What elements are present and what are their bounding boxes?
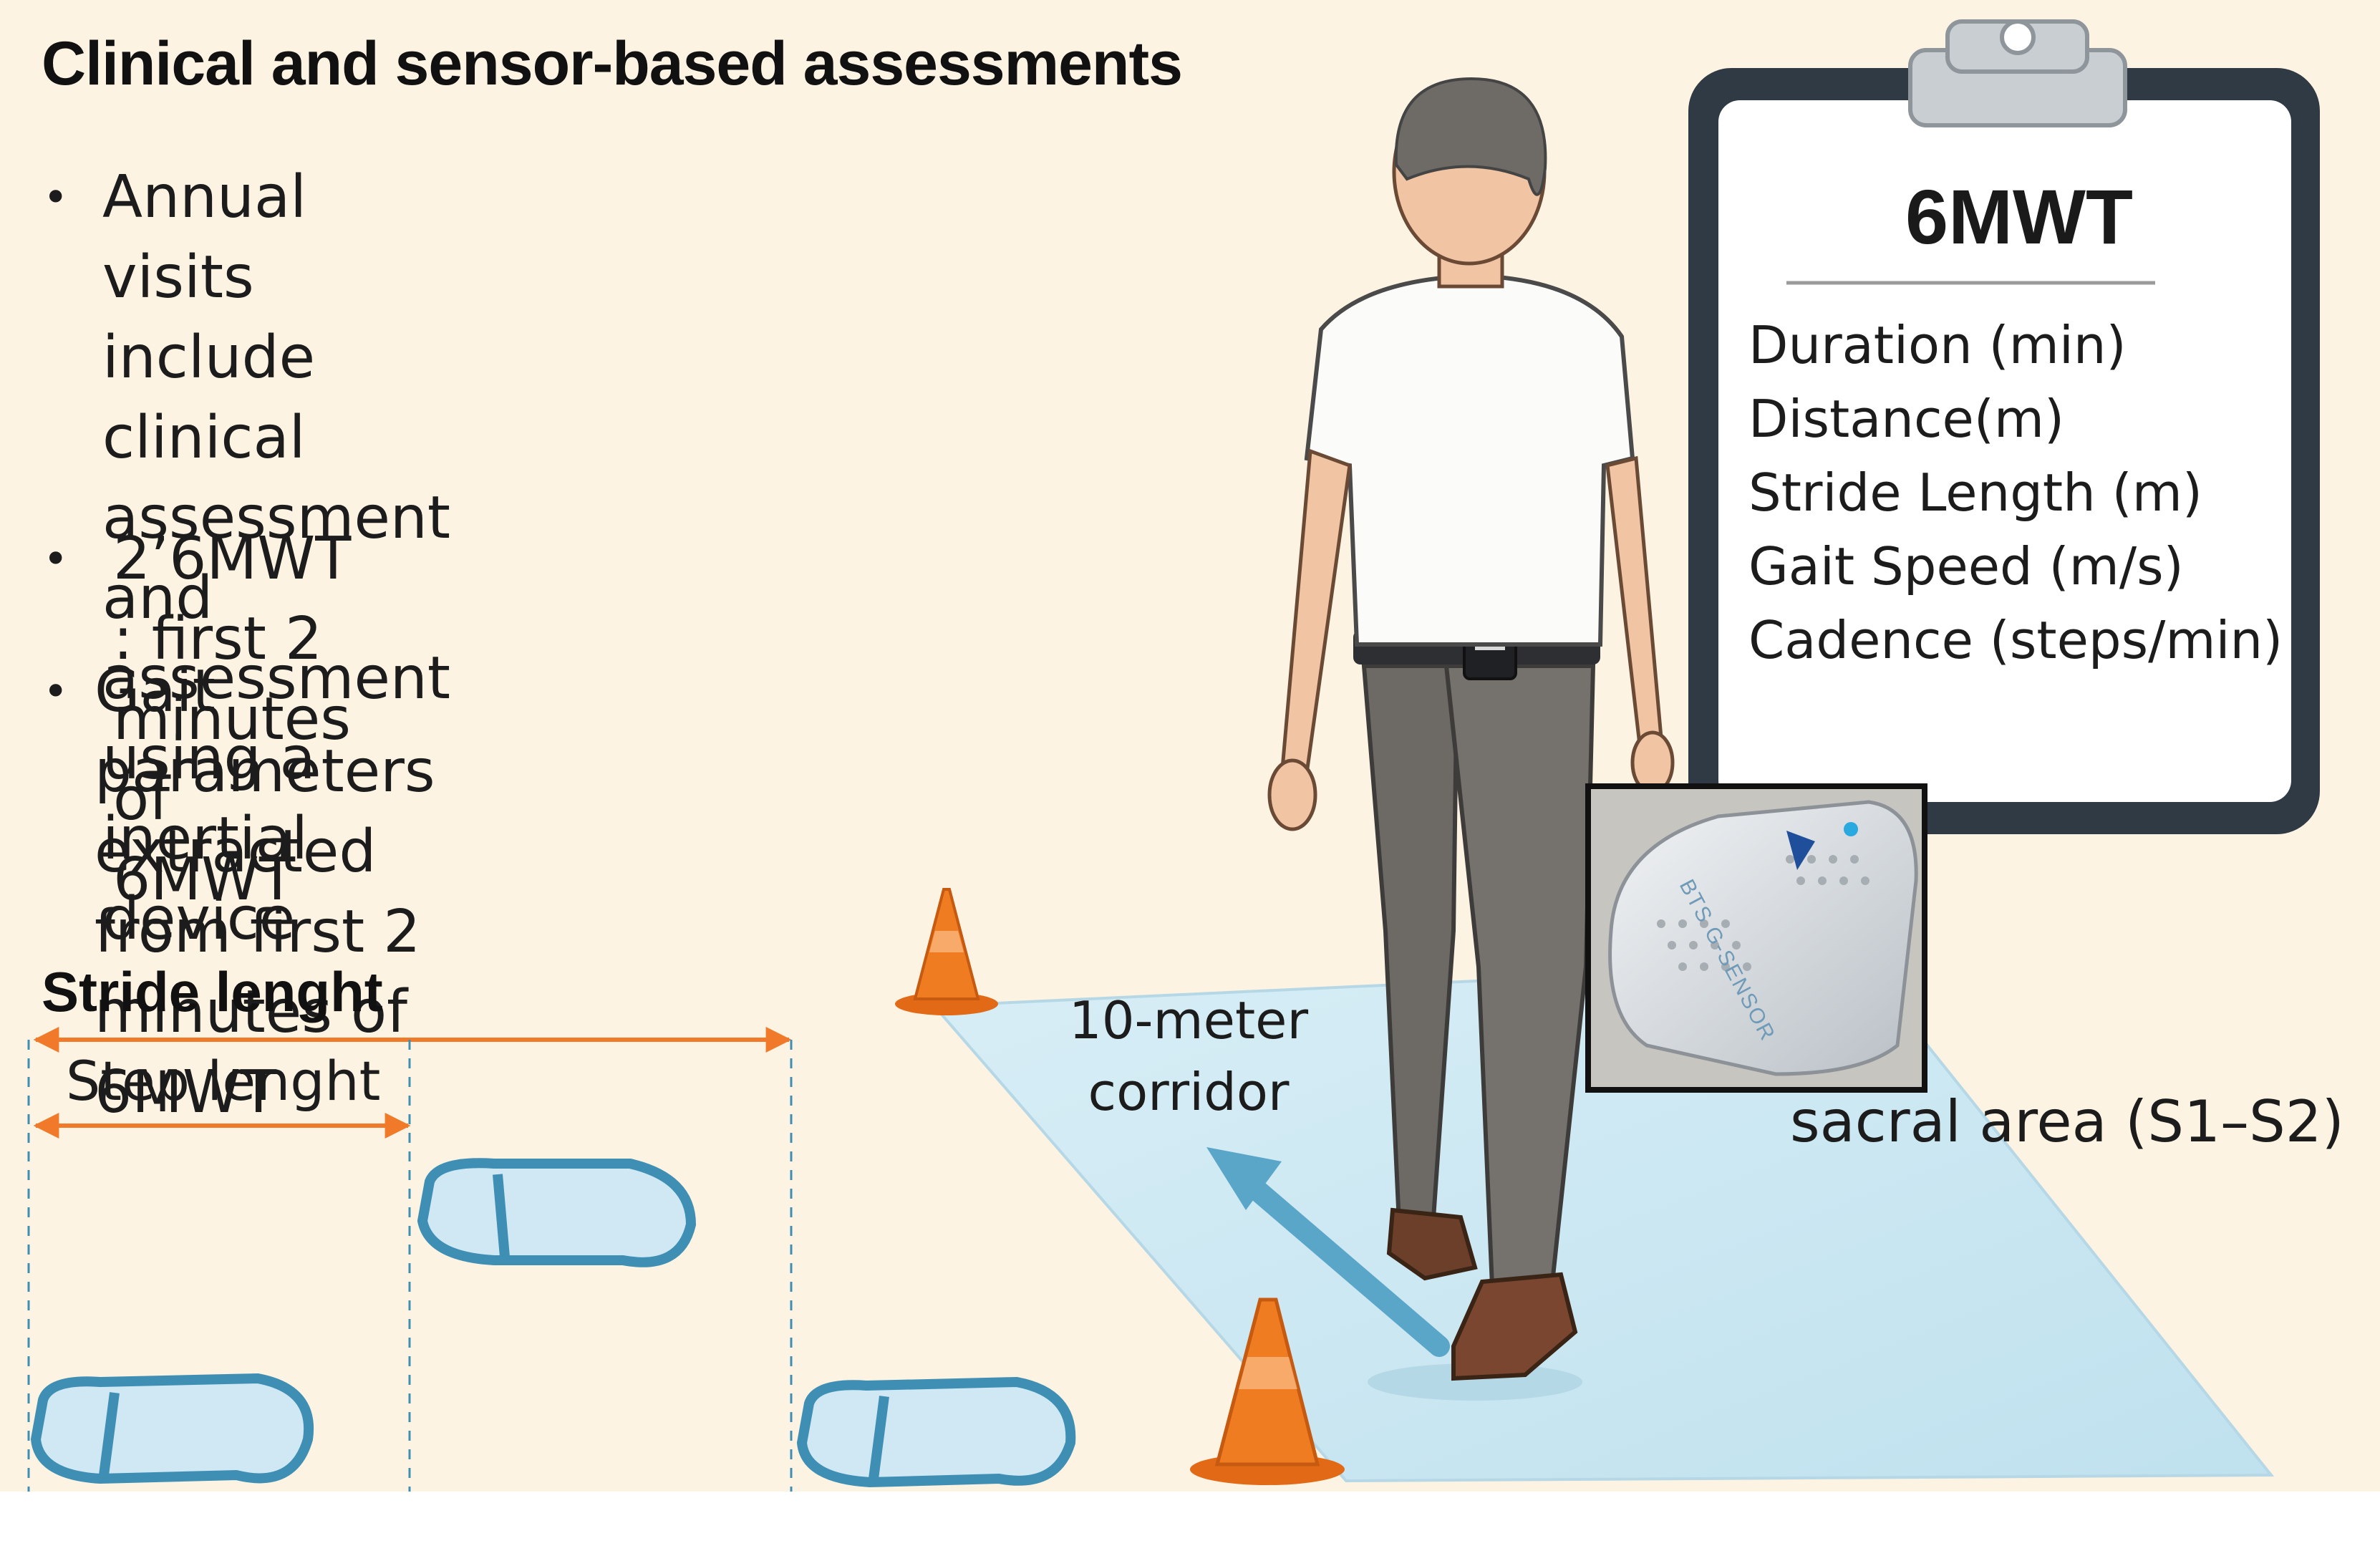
traffic-cone-icon-back — [895, 888, 998, 1015]
clipboard-item: Duration (min) — [1748, 315, 2127, 375]
sensor-logo-icon — [1786, 831, 1815, 870]
walking-direction-arrow-icon — [1206, 1147, 1450, 1357]
bullet-dot-icon: • — [43, 173, 69, 223]
clipboard-item: Stride Length (m) — [1748, 463, 2202, 523]
sensor-photo-inset — [1585, 783, 1927, 1093]
walking-person-illustration — [1267, 77, 1675, 1401]
sensor-placement-label: sacral area (S1–S2) — [1790, 1088, 2344, 1155]
corridor-label: 10-meter corridor — [1068, 990, 1309, 1122]
clipboard-item: Cadence (steps/min) — [1748, 610, 2283, 670]
bullet-dot-icon: • — [43, 667, 69, 717]
footprint-icon-1 — [30, 1373, 314, 1484]
bullet-text: Gait parameters extracted from first 2 m… — [95, 657, 435, 1126]
clipboard-heading: 6MWT — [1905, 173, 2133, 260]
footprint-icon-3 — [796, 1376, 1076, 1488]
bullet-text: Annual visits include clinical assessmen… — [102, 163, 451, 953]
footprint-icon-2 — [417, 1158, 697, 1267]
clipboard-illustration — [1688, 19, 2320, 834]
clipboard-item: Gait Speed (m/s) — [1748, 536, 2184, 596]
traffic-cone-icon-front — [1190, 1298, 1345, 1485]
bullet-dot-icon: • — [43, 534, 69, 584]
clipboard-item: Distance(m) — [1748, 389, 2065, 449]
step-length-label: Step lenght — [66, 1049, 381, 1113]
stride-length-label: Stride lenght — [42, 960, 383, 1023]
page-title: Clinical and sensor-based assessments — [42, 29, 1183, 98]
bullet-text: 2’6MWT : first 2 minutes of 6MWT — [113, 525, 352, 914]
